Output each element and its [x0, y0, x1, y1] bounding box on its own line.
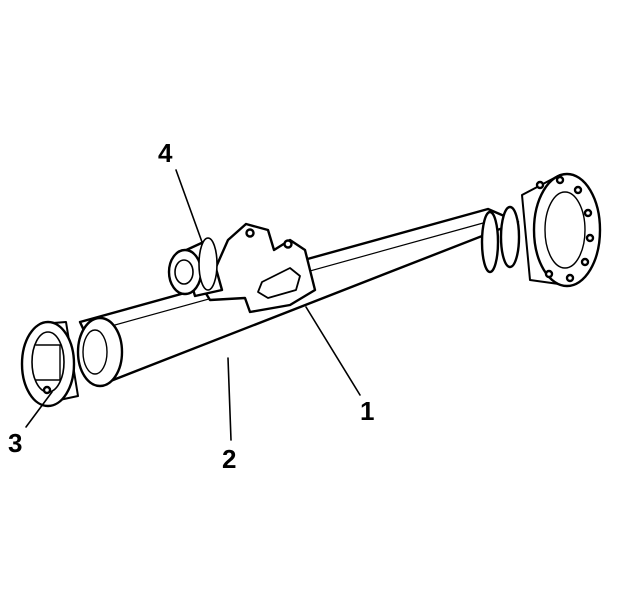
callout-3: 3 [8, 428, 23, 458]
callout-1: 1 [360, 396, 375, 426]
leader-line-3 [25, 391, 53, 428]
callout-4: 4 [158, 138, 173, 168]
callout-2: 2 [222, 444, 237, 474]
leader-lines [25, 169, 361, 441]
rear-flange [521, 172, 602, 288]
front-yoke-end [20, 316, 124, 408]
leader-line-4 [175, 169, 203, 243]
center-bearing [167, 237, 224, 298]
leader-line-1 [305, 306, 361, 396]
center-bearing-bracket [203, 222, 317, 314]
leader-line-2 [227, 357, 232, 441]
